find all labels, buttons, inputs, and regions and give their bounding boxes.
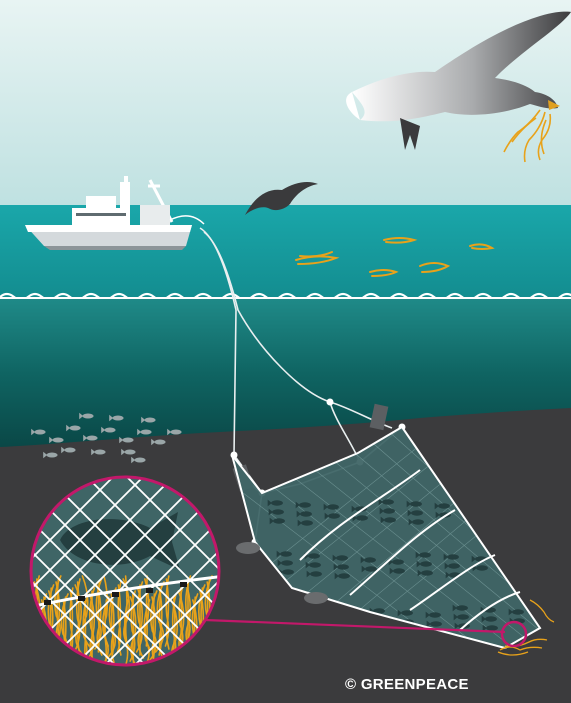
greenpeace-credit: © GREENPEACE — [345, 676, 469, 693]
